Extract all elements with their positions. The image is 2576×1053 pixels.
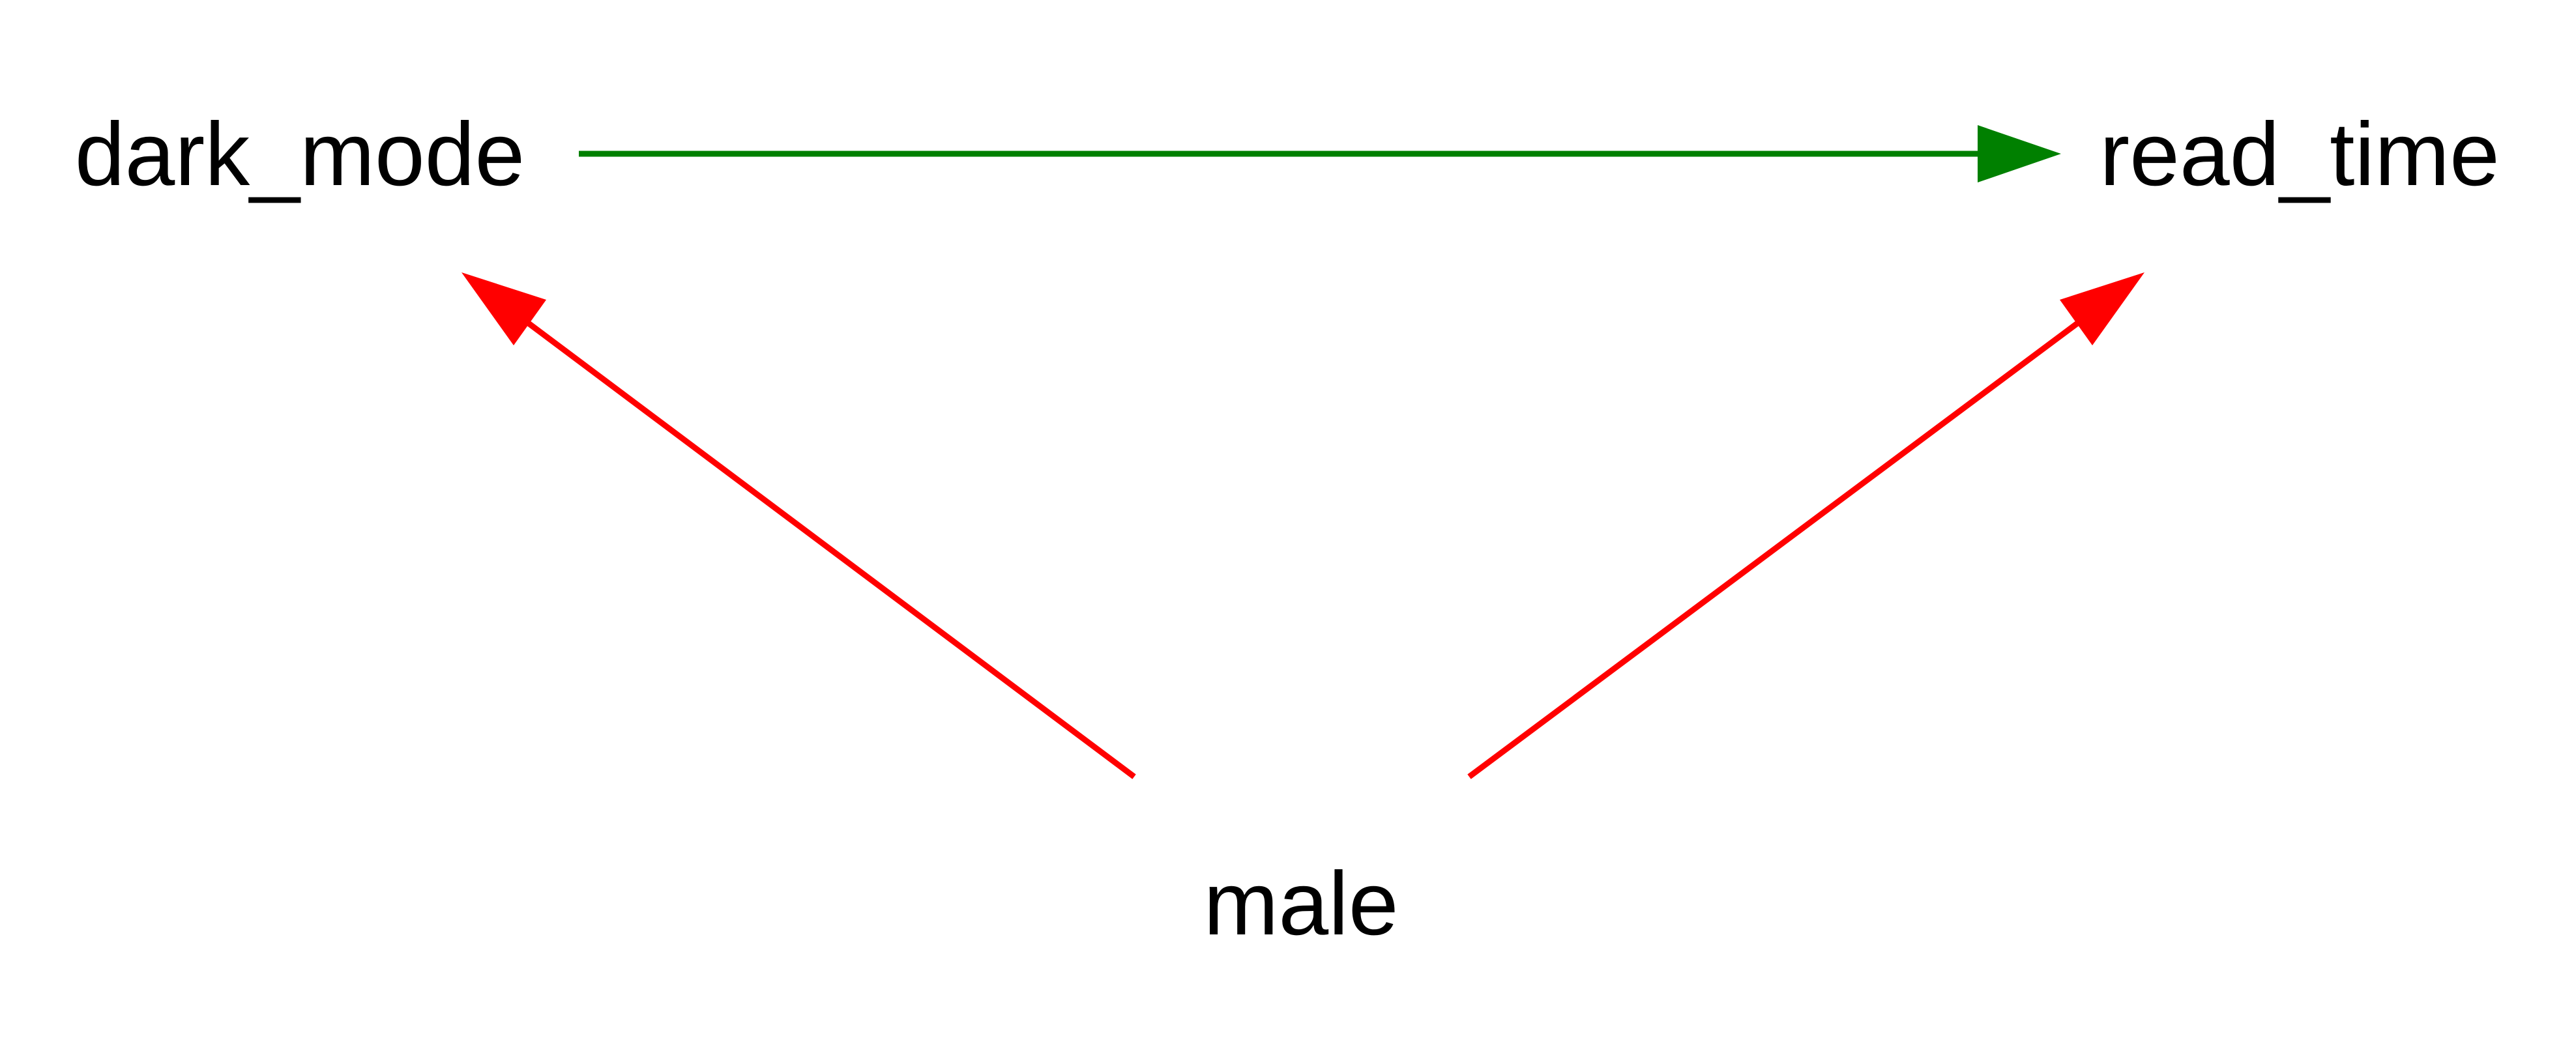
edge-dark-mode-to-read-time: [579, 125, 2061, 182]
edge-male-to-dark-mode: [461, 272, 1136, 779]
arrowhead: [2060, 272, 2144, 345]
node-read-time: read_time: [2100, 104, 2500, 205]
edge-male-to-read-time: [1467, 272, 2144, 779]
arrowhead: [1978, 125, 2061, 182]
node-dark-mode: dark_mode: [75, 104, 525, 205]
arrowhead: [461, 272, 546, 345]
edge-line: [1467, 315, 2086, 779]
node-male: male: [1203, 854, 1398, 954]
edge-line: [520, 315, 1136, 779]
